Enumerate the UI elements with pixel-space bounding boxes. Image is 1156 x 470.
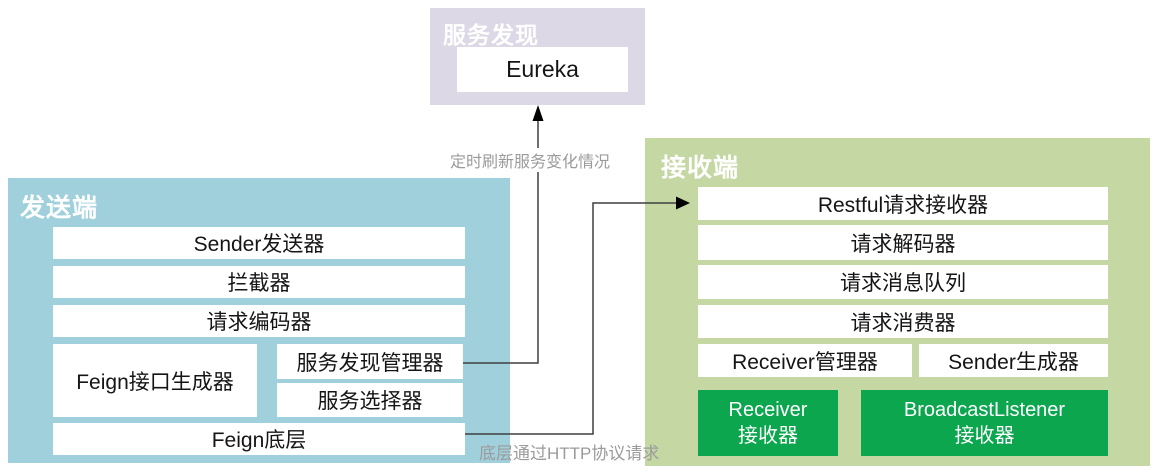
receiver-button: Receiver 接收器 bbox=[698, 390, 838, 456]
service-discovery-panel: 服务发现 Eureka bbox=[430, 8, 645, 105]
sender-panel: 发送端 Sender发送器 拦截器 请求编码器 Feign接口生成器 服务发现管… bbox=[8, 178, 510, 463]
broadcast-listener-button-line2: 接收器 bbox=[954, 425, 1015, 447]
sender-row-feign-base: Feign底层 bbox=[53, 423, 465, 455]
receiver-button-line2: 接收器 bbox=[738, 425, 798, 447]
http-flow-label: 底层通过HTTP协议请求 bbox=[479, 444, 660, 463]
receiver-button-line1: Receiver bbox=[728, 399, 808, 421]
receiver-panel-title: 接收端 bbox=[661, 154, 740, 182]
sender-row-discovery-manager: 服务发现管理器 bbox=[277, 344, 463, 379]
broadcast-listener-button-line1: BroadcastListener bbox=[903, 399, 1066, 421]
receiver-row-receiver-manager: Receiver管理器 bbox=[698, 344, 912, 377]
receiver-row-restful: Restful请求接收器 bbox=[698, 187, 1108, 220]
sender-row-interceptor: 拦截器 bbox=[53, 266, 465, 298]
receiver-row-queue: 请求消息队列 bbox=[698, 265, 1108, 299]
sender-panel-title: 发送端 bbox=[20, 194, 99, 222]
arrow-up-head-icon bbox=[532, 105, 544, 121]
refresh-flow-label: 定时刷新服务变化情况 bbox=[440, 148, 620, 172]
eureka-node: Eureka bbox=[457, 47, 628, 92]
sender-row-sender: Sender发送器 bbox=[53, 227, 465, 259]
receiver-row-sender-generator: Sender生成器 bbox=[919, 344, 1108, 377]
sender-row-encoder: 请求编码器 bbox=[53, 305, 465, 337]
sender-row-service-selector: 服务选择器 bbox=[277, 383, 463, 417]
sender-row-feign-interface: Feign接口生成器 bbox=[53, 344, 257, 417]
broadcast-listener-button: BroadcastListener 接收器 bbox=[861, 390, 1108, 456]
service-discovery-title: 服务发现 bbox=[443, 22, 539, 48]
receiver-row-consumer: 请求消费器 bbox=[698, 305, 1108, 338]
receiver-row-decoder: 请求解码器 bbox=[698, 225, 1108, 260]
receiver-panel: 接收端 Restful请求接收器 请求解码器 请求消息队列 请求消费器 Rece… bbox=[645, 138, 1150, 466]
